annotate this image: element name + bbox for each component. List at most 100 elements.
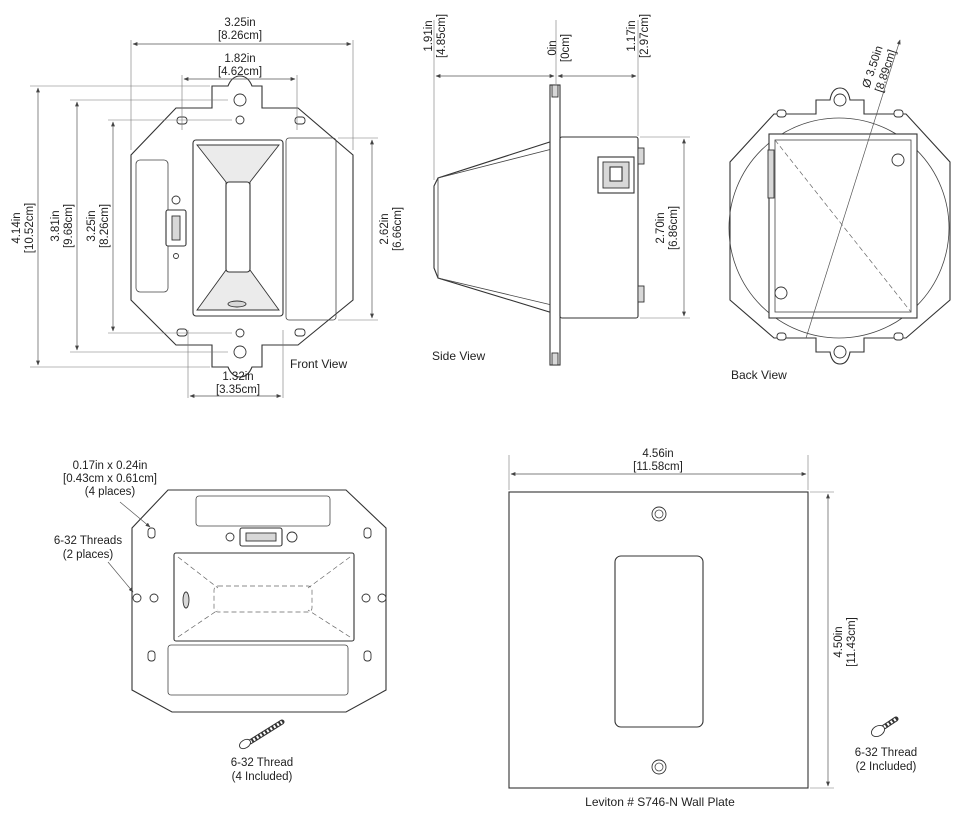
wall-plate-opening (614, 555, 704, 728)
front-cavity-inner (225, 181, 251, 273)
dim-plate-height-in: 4.50in (833, 626, 845, 657)
side-plate-tab-bottom (551, 352, 559, 366)
front-view-title: Front View (290, 357, 347, 371)
side-bracket-top (637, 147, 645, 165)
side-view-title: Side View (432, 349, 485, 363)
side-bracket-bottom (637, 285, 645, 303)
angled-thread-right2-icon (377, 593, 387, 603)
top-screw-hole (233, 93, 247, 107)
back-side-bracket (767, 149, 775, 199)
back-diagonal-line (774, 139, 912, 313)
angled-bottom-slot (167, 644, 349, 696)
slot-top-right (294, 116, 306, 125)
side-funnel (433, 139, 557, 315)
wall-plate-top-screw (651, 506, 667, 522)
back-box (768, 133, 918, 319)
bottom-screw-hole (233, 345, 247, 359)
thread-note-line1: 6-32 Threads (54, 535, 122, 547)
dim-overall-height-in: 4.14in (11, 212, 23, 243)
dim-zero-cm: [0cm] (560, 34, 572, 62)
angled-slot-icon-1 (147, 527, 156, 539)
screw-2-included-icon (870, 716, 899, 738)
dim-side-box-cm: [6.86cm] (668, 206, 680, 250)
front-led-oval (227, 300, 247, 308)
slot-bottom-right (294, 328, 306, 337)
right-side-slot (285, 137, 337, 321)
usb-port-icon (171, 215, 181, 241)
back-screw-bottom-icon (774, 286, 788, 300)
dim-inner-height-cm: [8.26cm] (99, 204, 111, 248)
side-face-plate (549, 84, 561, 366)
thread-note-line2: (2 places) (63, 549, 114, 561)
back-slot-bottom-left (776, 332, 787, 341)
angled-slot-icon-2 (147, 650, 156, 662)
dim-side-depth-cm: [4.85cm] (436, 14, 448, 58)
front-view: 3.25in [8.26cm] 1.82in [4.62cm] 1.32in [… (11, 17, 404, 398)
back-slot-top-left (776, 109, 787, 118)
front-lower-dot-icon (173, 253, 179, 259)
back-cutout-circle (728, 117, 950, 339)
angled-thread-left2-icon (149, 593, 159, 603)
slot-note-line2: [0.43cm x 0.61cm] (63, 473, 157, 485)
dim-side-box-in: 2.70in (655, 212, 667, 243)
dim-overall-height-cm: [10.52cm] (24, 203, 36, 254)
back-top-screw-hole (833, 93, 847, 107)
angled-slot-icon-4 (363, 650, 372, 662)
screw-4-included-icon (239, 719, 285, 750)
back-bottom-screw-hole (833, 345, 847, 359)
angled-view: 0.17in x 0.24in [0.43cm x 0.61cm] (4 pla… (54, 460, 387, 783)
angled-slot-icon-3 (363, 527, 372, 539)
slot-bottom-left (176, 328, 188, 337)
angled-right-screw-icon (286, 531, 298, 543)
angled-thread-right-icon (361, 593, 371, 603)
dim-plate-width-cm: [11.58cm] (633, 461, 683, 473)
angled-cavity-frame (173, 552, 355, 642)
screw-2-note-line2: (2 Included) (856, 761, 917, 773)
back-screw-top-icon (891, 153, 905, 167)
slot-note-line3: (4 places) (85, 486, 136, 498)
angled-cavity-inner (213, 585, 313, 613)
dim-bottom-width-in: 1.32in (222, 371, 253, 383)
dim-plate-height-cm: [11.43cm] (846, 617, 858, 667)
back-view: Ø 3.50in [8.89cm] Back View (728, 39, 951, 382)
thread-callout-leader (107, 561, 134, 593)
dim-inner-width-in: 1.82in (224, 53, 255, 65)
dim-back-diameter (805, 39, 901, 339)
front-upper-screw-icon (171, 195, 181, 205)
top-small-hole (235, 115, 245, 125)
back-box-inner (774, 139, 912, 313)
slot-note-line1: 0.17in x 0.24in (73, 460, 148, 472)
wall-plate-bottom-screw (651, 759, 667, 775)
side-plate-tab-top (551, 84, 559, 98)
angled-top-slot (195, 495, 331, 527)
screw-4-note-line2: (4 Included) (232, 771, 293, 783)
back-slot-bottom-right (893, 332, 904, 341)
dim-inner-width-cm: [4.62cm] (218, 66, 262, 78)
dim-right-height-cm: [6.66cm] (392, 207, 404, 251)
angled-usb-icon (245, 532, 277, 542)
dim-right-height-in: 2.62in (379, 213, 391, 244)
dim-zero-in: 0in (547, 40, 559, 55)
angled-left-screw-icon (225, 532, 235, 542)
dim-side-depth-in: 1.91in (423, 20, 435, 51)
dim-mount-height-in: 3.81in (50, 210, 62, 241)
dim-overall-width-in: 3.25in (224, 17, 255, 29)
dim-inner-height-in: 3.25in (86, 210, 98, 241)
bottom-small-hole (235, 328, 245, 338)
dim-mount-height-cm: [9.68cm] (63, 204, 75, 248)
dim-side-back-cm: [2.97cm] (639, 14, 651, 58)
dim-bottom-width-cm: [3.35cm] (216, 384, 260, 396)
ethernet-port-contacts (609, 166, 623, 182)
side-view: 1.91in [4.85cm] 0in [0cm] 1.17in [2.97cm… (423, 14, 690, 366)
wall-plate-view: 4.56in [11.58cm] 4.50in [11.43cm] Levito… (508, 448, 917, 809)
back-view-title: Back View (731, 368, 787, 382)
screw-2-note-line1: 6-32 Thread (855, 747, 917, 759)
wall-plate-title: Leviton # S746-N Wall Plate (585, 795, 735, 809)
screw-4-note-line1: 6-32 Thread (231, 757, 293, 769)
back-slot-top-right (893, 109, 904, 118)
angled-thread-left-icon (132, 593, 142, 603)
dim-side-back-in: 1.17in (626, 20, 638, 51)
dim-plate-width-in: 4.56in (642, 448, 673, 460)
dim-overall-width-cm: [8.26cm] (218, 30, 262, 42)
